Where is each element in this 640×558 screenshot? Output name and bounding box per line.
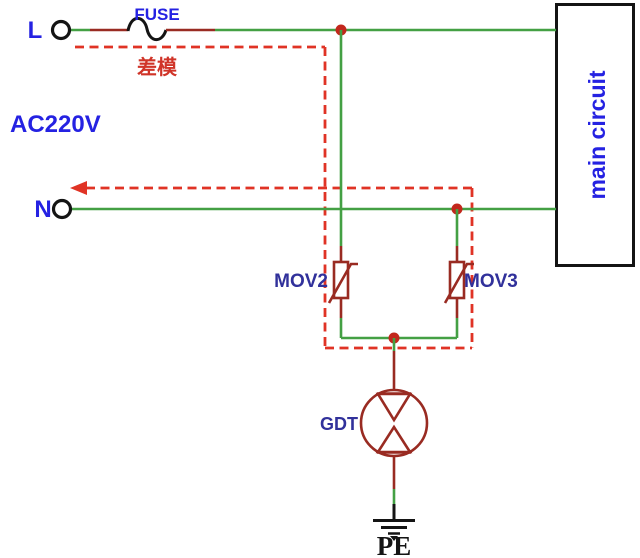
gdt-label: GDT (320, 414, 358, 434)
main-circuit-box (555, 3, 635, 267)
l-label: L (28, 17, 43, 44)
gdt-branch (359, 338, 429, 520)
n-line (51, 198, 556, 220)
mov2-branch (327, 30, 358, 338)
gdt-symbol (359, 388, 429, 458)
ac220v-label: AC220V (10, 111, 101, 138)
mov3-branch (443, 209, 474, 338)
l-line (50, 16, 556, 42)
fuse-symbol (126, 16, 168, 42)
mov3-label: MOV3 (464, 271, 518, 292)
differential-mode-path (70, 45, 474, 350)
n-label: N (34, 196, 51, 223)
mov2-label: MOV2 (274, 271, 328, 292)
l-terminal (50, 19, 72, 41)
pe-label: PE (377, 531, 412, 558)
main-circuit-label: main circuit (584, 70, 610, 199)
mov-common-bus (341, 332, 457, 344)
diff-arrowhead-icon (70, 181, 87, 195)
mov2-symbol (327, 260, 358, 304)
fuse-label: FUSE (134, 5, 179, 24)
n-terminal (51, 198, 73, 220)
main-circuit-block: main circuit (555, 3, 635, 267)
ground-symbol (373, 519, 415, 541)
differential-mode-label: 差模 (137, 55, 178, 79)
ground-tip-icon (390, 536, 398, 541)
